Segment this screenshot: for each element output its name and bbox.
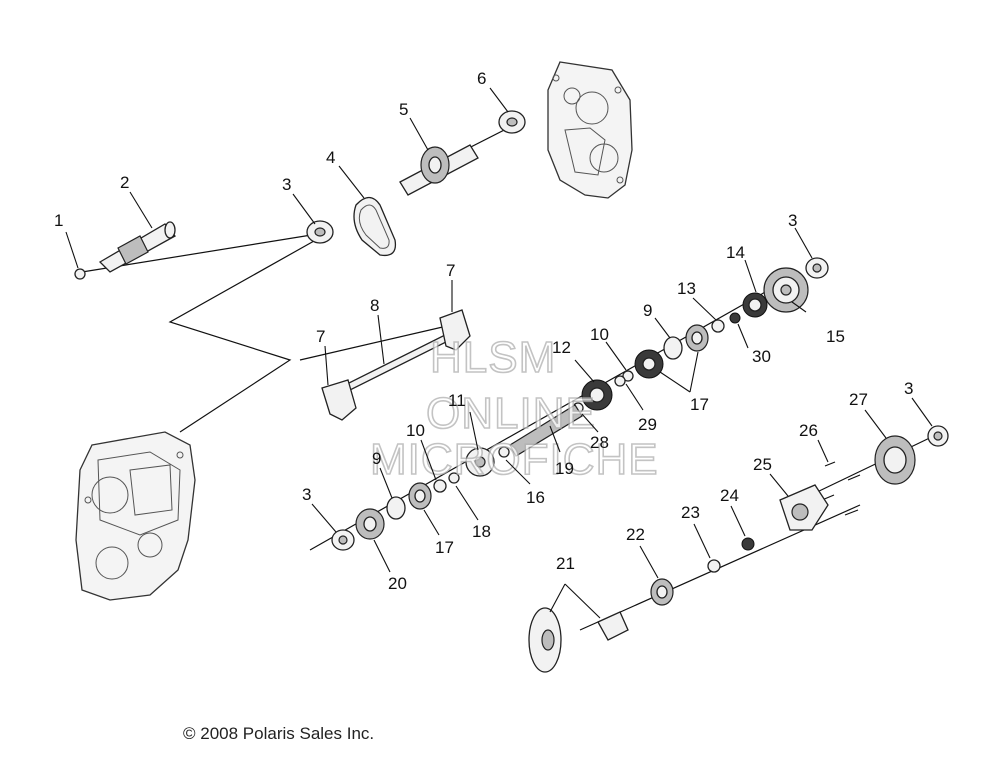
- watermark: HLSM ONLINE MICROFICHE: [369, 332, 659, 485]
- copyright-notice: © 2008 Polaris Sales Inc.: [183, 724, 375, 743]
- part-9-washer-lower: [386, 496, 406, 520]
- part-12-gear: [581, 379, 613, 411]
- callout-8: 8: [370, 296, 379, 315]
- callout-1: 1: [54, 211, 63, 230]
- callout-14: 14: [726, 243, 745, 262]
- callout-9-lower: 9: [372, 449, 381, 468]
- callout-21: 21: [556, 554, 575, 573]
- part-14-hub: [742, 292, 768, 318]
- callout-30: 30: [752, 347, 771, 366]
- callout-12: 12: [552, 338, 571, 357]
- part-23-ring: [707, 559, 721, 573]
- part-6-bearing: [498, 110, 526, 134]
- main-transmission-case: [75, 431, 196, 601]
- callout-2: 2: [120, 173, 129, 192]
- part-22-bearing: [650, 578, 674, 606]
- callout-13: 13: [677, 279, 696, 298]
- part-10-ring-lower: [433, 479, 447, 493]
- callout-26: 26: [799, 421, 818, 440]
- part-1-nut: [74, 268, 86, 280]
- callout-22: 22: [626, 525, 645, 544]
- callout-27: 27: [849, 390, 868, 409]
- callout-16: 16: [526, 488, 545, 507]
- part-17-bearing-upper: [685, 324, 709, 352]
- part-5-input-shaft: [399, 144, 479, 196]
- watermark-line-2: ONLINE: [426, 389, 596, 438]
- callout-11: 11: [448, 391, 466, 410]
- callout-9-upper: 9: [643, 301, 652, 320]
- part-3-bearing-right: [805, 257, 829, 279]
- callout-25: 25: [753, 455, 772, 474]
- callout-3-upper: 3: [282, 175, 291, 194]
- callout-18: 18: [472, 522, 491, 541]
- part-24-seal: [741, 537, 755, 551]
- part-16-ring: [498, 446, 510, 458]
- callout-29: 29: [638, 415, 657, 434]
- callout-23: 23: [681, 503, 700, 522]
- callout-19: 19: [555, 459, 574, 478]
- watermark-line-1: HLSM: [430, 333, 556, 382]
- part-25-flange: [779, 484, 829, 531]
- callout-3-far-right: 3: [904, 379, 913, 398]
- callout-10-upper: 10: [590, 325, 609, 344]
- part-13-ring: [711, 319, 725, 333]
- part-4-drive-chain: [353, 196, 397, 257]
- part-29-washer: [614, 370, 634, 387]
- part-7-shift-fork-lower: [321, 379, 357, 421]
- part-15-gear: [763, 267, 809, 313]
- callout-28: 28: [590, 433, 609, 452]
- part-2-shift-shaft: [98, 221, 177, 273]
- callout-7-upper: 7: [446, 261, 455, 280]
- watermark-line-3: MICROFICHE: [370, 435, 659, 484]
- part-20-gear: [355, 508, 385, 540]
- callout-20: 20: [388, 574, 407, 593]
- part-17-bearing-lower: [408, 482, 432, 510]
- callout-17-upper: 17: [690, 395, 709, 414]
- callout-10-lower: 10: [406, 421, 425, 440]
- callout-24: 24: [720, 486, 739, 505]
- callout-6: 6: [477, 69, 486, 88]
- part-9-washer-upper: [663, 336, 683, 360]
- callout-3-lower: 3: [302, 485, 311, 504]
- callout-leaders: [65, 87, 933, 619]
- callout-5: 5: [399, 100, 408, 119]
- callout-15: 15: [826, 327, 845, 346]
- callout-3-right: 3: [788, 211, 797, 230]
- part-11-sprocket: [465, 447, 495, 477]
- callout-7-lower: 7: [316, 327, 325, 346]
- part-21-yoke: [528, 607, 629, 673]
- part-19-output-shaft: [509, 404, 583, 457]
- part-gear-upper: [634, 349, 664, 379]
- part-3-bearing-far-right: [927, 425, 949, 447]
- part-30-washer: [729, 312, 741, 324]
- part-18-washer: [448, 472, 460, 484]
- callout-4: 4: [326, 148, 335, 167]
- part-3-bearing-lower: [331, 529, 355, 551]
- callout-17-lower: 17: [435, 538, 454, 557]
- part-27-gear: [874, 435, 916, 485]
- callout-numbers: 1 2 3 4 5 6 7 8 7 3 14 13 15 30 9 10 12 …: [54, 69, 913, 593]
- front-case-cover: [547, 61, 633, 199]
- part-7-shift-fork-upper: [439, 309, 471, 351]
- part-3-bearing-upper: [306, 220, 334, 244]
